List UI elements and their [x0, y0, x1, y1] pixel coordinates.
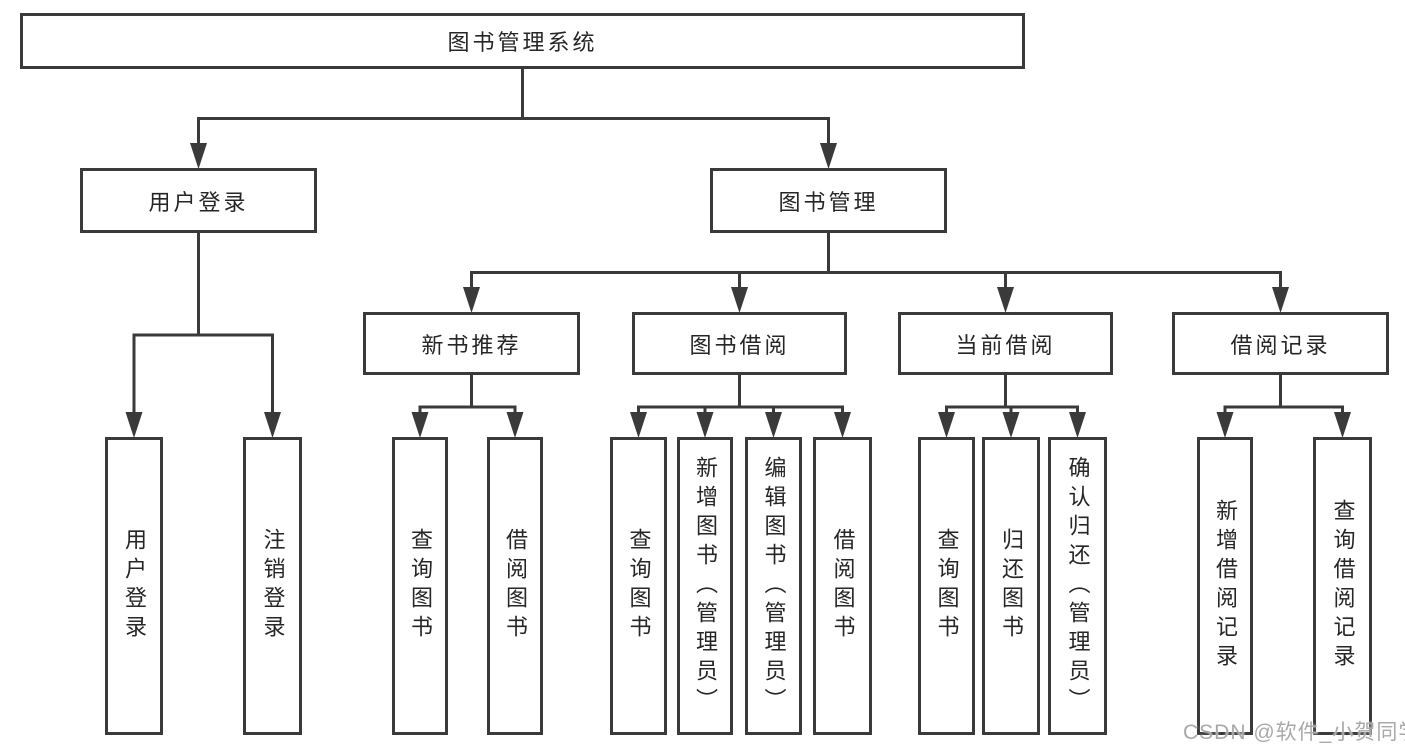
node-leaf-add-books-admin: 新增图书（管理员）: [677, 437, 733, 735]
node-leaf-borrow-books-recommend: 借阅图书: [487, 437, 543, 735]
arrowhead: [834, 412, 851, 438]
node-leaf-borrow-books-borrowing: 借阅图书: [813, 437, 872, 735]
arrowhead: [731, 287, 748, 313]
connector: [1223, 375, 1344, 412]
arrowhead: [1272, 287, 1289, 313]
node-leaf-query-borrow-record: 查询借阅记录: [1313, 437, 1372, 735]
node-label: 新书推荐: [421, 332, 522, 358]
arrowhead: [264, 412, 281, 438]
node-label: 查询图书: [934, 528, 960, 644]
node-label: 用户登录: [148, 189, 249, 215]
arrowhead: [506, 412, 524, 438]
connector: [197, 68, 830, 145]
arrowhead: [765, 412, 782, 438]
node-label: 归还图书: [999, 528, 1024, 644]
node-label: 新增图书（管理员）: [693, 455, 718, 717]
node-label: 借阅图书: [830, 528, 856, 644]
node-current-borrowing: 当前借阅: [898, 312, 1113, 375]
node-book-management: 图书管理: [710, 168, 947, 233]
arrowhead: [1002, 412, 1020, 438]
arrowhead: [997, 287, 1014, 313]
connector: [132, 233, 274, 412]
node-leaf-logout: 注销登录: [243, 437, 302, 735]
node-label: 新增借阅记录: [1213, 499, 1238, 673]
node-borrowing-records: 借阅记录: [1172, 312, 1389, 375]
node-label: 图书管理系统: [447, 30, 598, 55]
arrowhead: [938, 412, 955, 438]
node-label: 图书借阅: [689, 332, 790, 358]
node-label: 确认归还（管理员）: [1065, 455, 1091, 717]
node-label: 编辑图书（管理员）: [761, 455, 787, 717]
node-label: 查询图书: [626, 528, 652, 644]
node-leaf-add-borrow-record: 新增借阅记录: [1197, 437, 1253, 735]
arrowhead: [1216, 412, 1234, 438]
connector: [945, 375, 1079, 412]
node-label: 图书管理: [778, 189, 879, 215]
node-new-book-recommend: 新书推荐: [363, 312, 580, 375]
arrowhead: [411, 412, 429, 438]
arrowhead: [190, 143, 207, 169]
node-label: 查询借阅记录: [1330, 499, 1356, 673]
node-label: 用户登录: [122, 528, 147, 644]
node-leaf-query-books-recommend: 查询图书: [392, 437, 448, 735]
node-leaf-return-books: 归还图书: [982, 437, 1040, 735]
connector: [470, 233, 1282, 289]
node-leaf-edit-books-admin: 编辑图书（管理员）: [745, 437, 802, 735]
connector: [418, 375, 517, 412]
arrowhead: [820, 143, 837, 169]
node-leaf-query-books-current: 查询图书: [918, 437, 975, 735]
connector-paths: [132, 68, 1344, 412]
arrowhead: [1069, 412, 1086, 438]
arrowhead: [630, 412, 647, 438]
node-label: 当前借阅: [955, 332, 1056, 358]
node-library-management-system: 图书管理系统: [20, 13, 1025, 69]
arrowhead: [696, 412, 714, 438]
node-label: 查询图书: [408, 528, 433, 644]
arrowhead: [1334, 412, 1351, 438]
csdn-watermark: CSDN @软件_小贺同学: [1183, 721, 1405, 744]
node-leaf-user-login: 用户登录: [105, 437, 163, 735]
node-book-borrowing: 图书借阅: [632, 312, 847, 375]
node-label: 注销登录: [260, 528, 286, 644]
node-user-login: 用户登录: [80, 168, 317, 233]
connector-arrowheads: [125, 143, 1351, 438]
node-label: 借阅记录: [1230, 332, 1331, 358]
node-leaf-query-books-borrowing: 查询图书: [610, 437, 667, 735]
arrowhead: [125, 412, 143, 438]
connector: [637, 375, 844, 412]
arrowhead: [463, 287, 480, 313]
node-label: 借阅图书: [503, 528, 528, 644]
node-leaf-confirm-return-admin: 确认归还（管理员）: [1048, 437, 1107, 735]
